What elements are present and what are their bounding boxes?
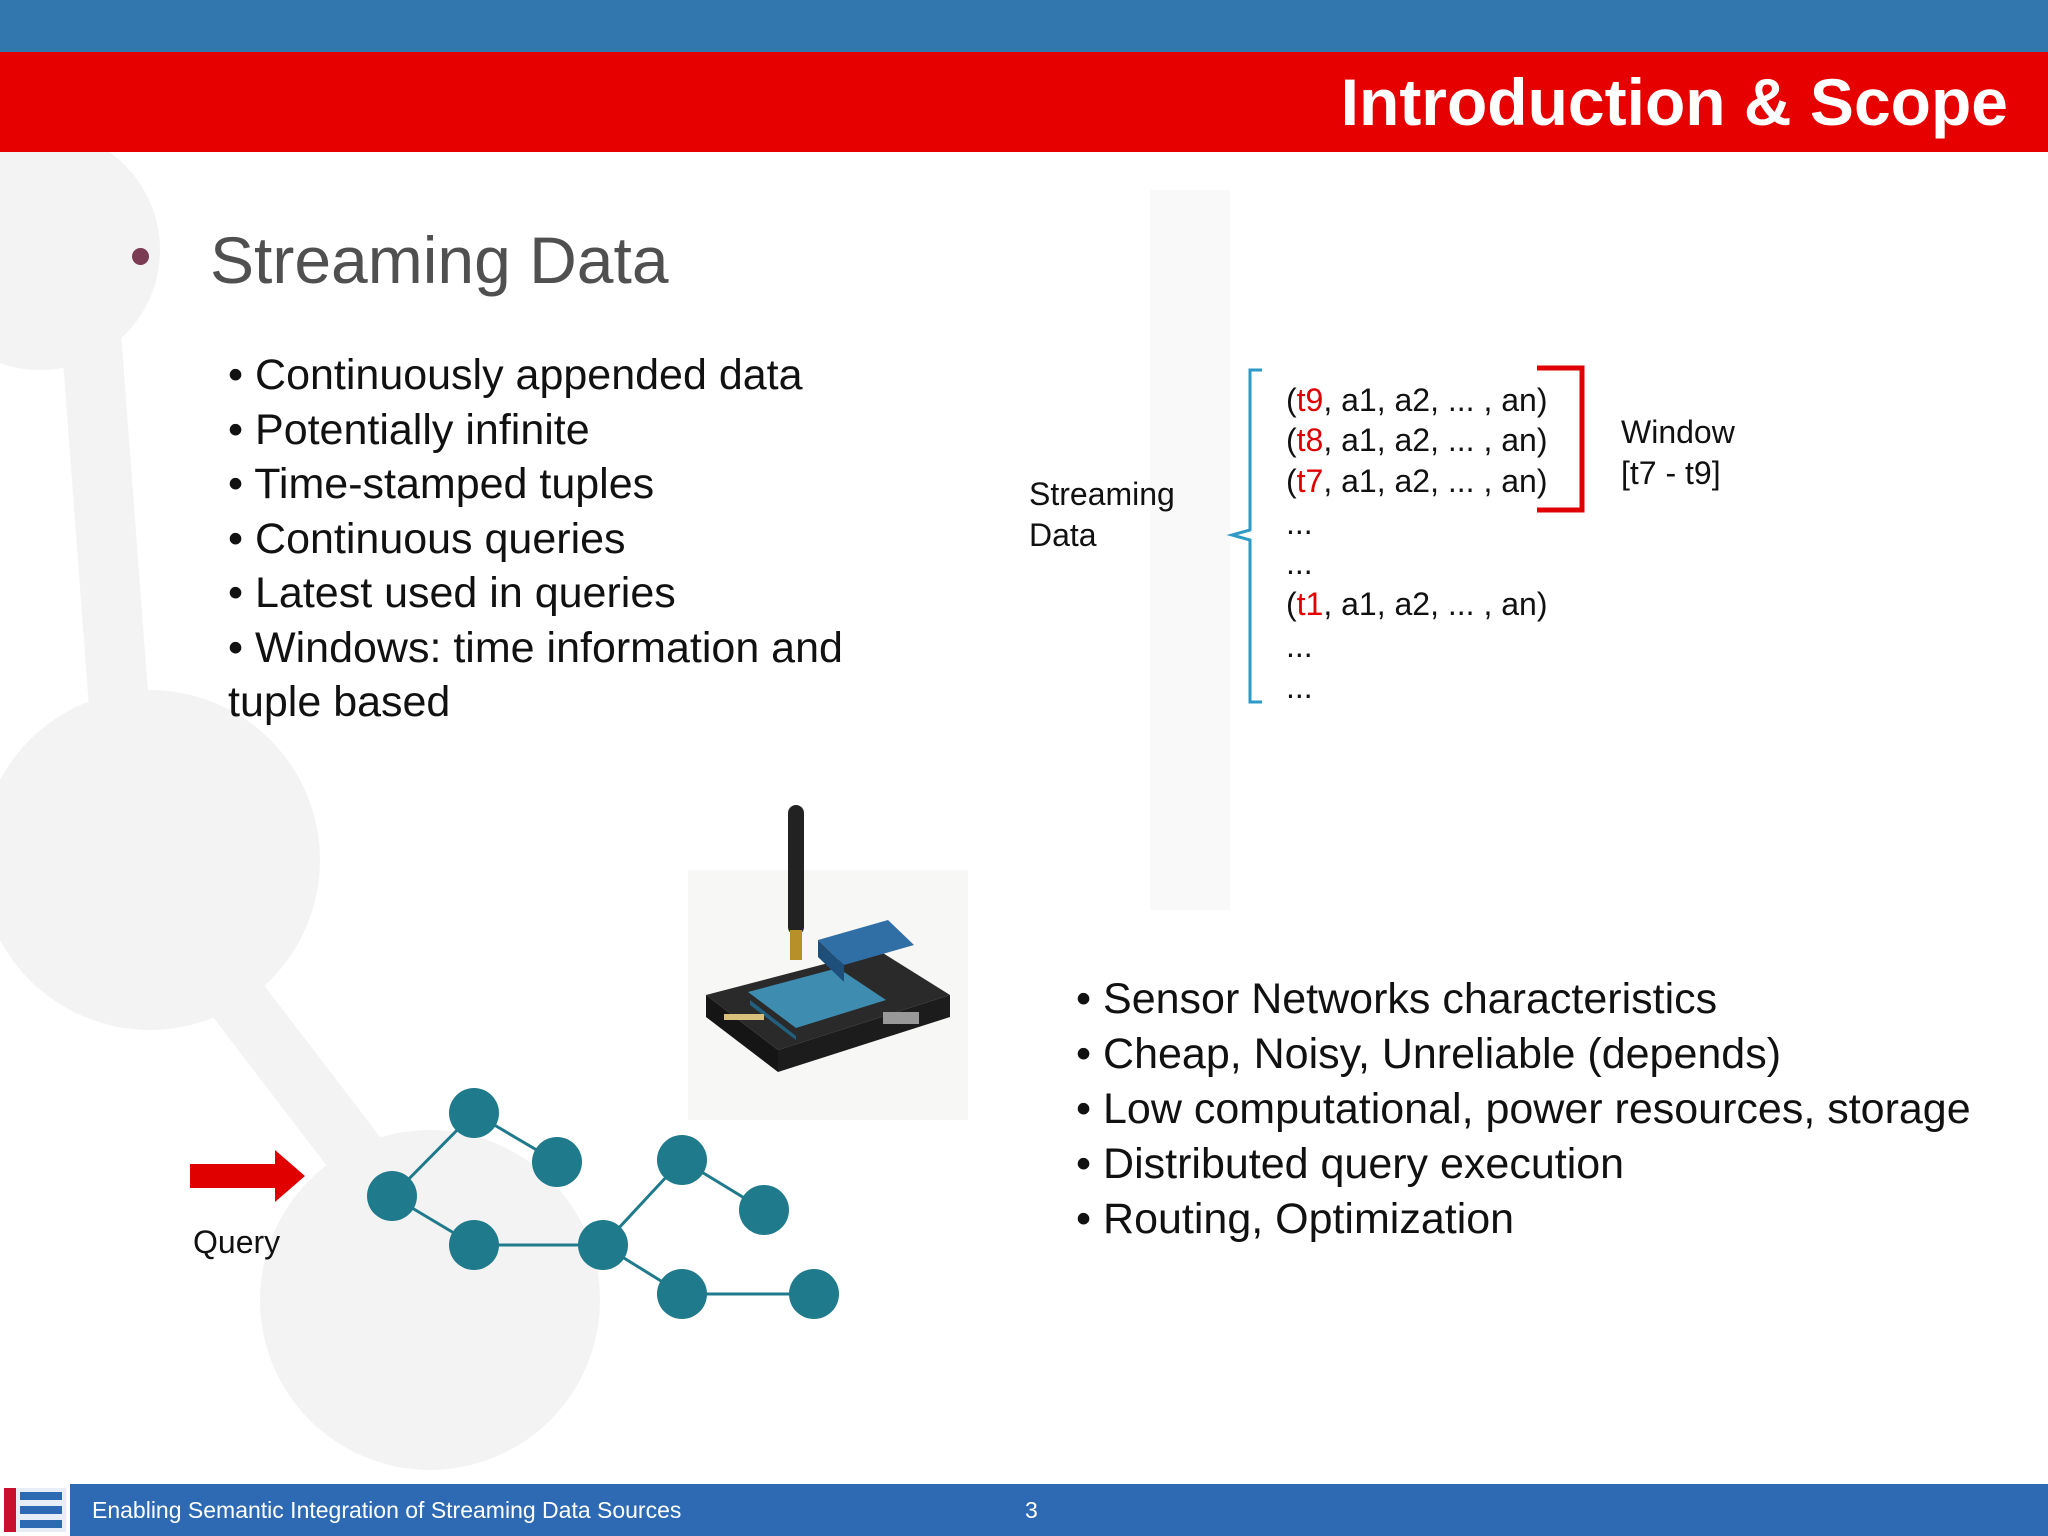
footer-bar: [0, 1484, 2048, 1536]
streaming-points-list: • Continuously appended data • Potential…: [228, 348, 928, 730]
slide-title: Introduction & Scope: [1340, 65, 2008, 139]
main-bullet-dot: [132, 248, 149, 265]
footer-text: Enabling Semantic Integration of Streami…: [92, 1497, 682, 1523]
list-item: • Windows: time information and tuple ba…: [228, 623, 843, 727]
window-label: Window [t7 - t9]: [1621, 414, 1735, 491]
list-item: • Cheap, Noisy, Unreliable (depends): [1076, 1030, 1782, 1078]
ellipsis: ...: [1286, 505, 1313, 541]
list-item: • Sensor Networks characteristics: [1076, 975, 1718, 1023]
tuple-row: (t9, a1, a2, ... , an): [1286, 382, 1548, 418]
group-logo: [0, 1484, 70, 1536]
list-item: • Distributed query execution: [1076, 1140, 1625, 1188]
list-item: • Continuously appended data: [228, 351, 803, 399]
ellipsis: ...: [1286, 669, 1313, 705]
sensor-board-image: [688, 805, 968, 1120]
query-label: Query: [193, 1224, 281, 1260]
ellipsis: ...: [1286, 545, 1313, 581]
list-item: • Potentially infinite: [228, 405, 590, 454]
list-item: • Continuous queries: [228, 514, 626, 563]
list-item: • Routing, Optimization: [1076, 1195, 1515, 1243]
main-bullet-heading: Streaming Data: [210, 223, 669, 297]
page-number: 3: [1025, 1497, 1038, 1523]
title-bar: [0, 52, 2048, 152]
streaming-data-label: Streaming Data: [1029, 476, 1175, 553]
tuple-row: (t1, a1, a2, ... , an): [1286, 586, 1548, 622]
list-item: • Time-stamped tuples: [228, 460, 655, 508]
list-item: • Latest used in queries: [228, 569, 676, 617]
list-item: • Low computational, power resources, st…: [1076, 1085, 1971, 1133]
top-band: [0, 0, 2048, 52]
ellipsis: ...: [1286, 628, 1313, 664]
sensor-points-list: • Sensor Networks characteristics • Chea…: [1076, 972, 2036, 1247]
tuple-row: (t8, a1, a2, ... , an): [1286, 422, 1548, 458]
tuple-row: (t7, a1, a2, ... , an): [1286, 463, 1548, 499]
